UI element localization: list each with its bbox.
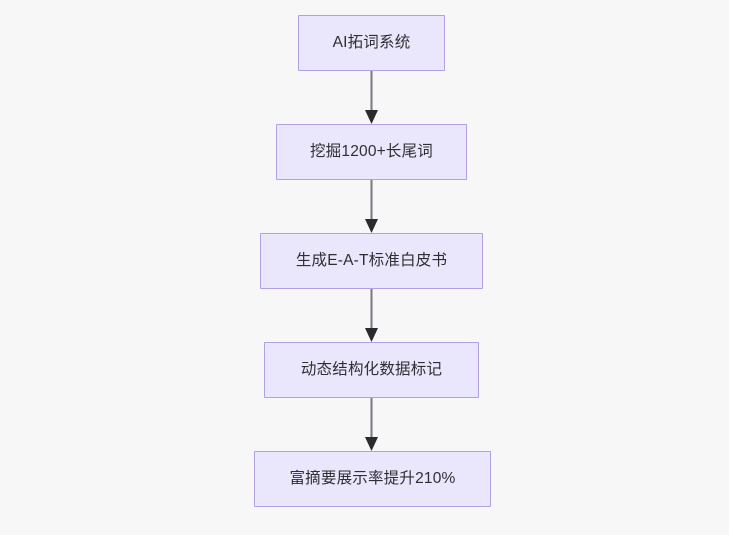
flowchart-node-5-label: 富摘要展示率提升210% (289, 469, 456, 487)
flowchart-node-4-label: 动态结构化数据标记 (300, 360, 443, 378)
flowchart-node-3-label: 生成E-A-T标准白皮书 (295, 251, 448, 269)
edge-node4-to-node5 (365, 398, 378, 451)
flowchart-node-1-label: AI拓词系统 (332, 33, 411, 51)
flowchart-node-4[interactable]: 动态结构化数据标记 (264, 342, 479, 398)
flowchart-node-2-label: 挖掘1200+长尾词 (309, 142, 434, 160)
edge-node2-to-node3 (365, 180, 378, 233)
flowchart-node-5[interactable]: 富摘要展示率提升210% (254, 451, 491, 507)
edge-node1-to-node2 (365, 71, 378, 124)
flowchart-node-3[interactable]: 生成E-A-T标准白皮书 (260, 233, 483, 289)
edge-node3-to-node4 (365, 289, 378, 342)
flowchart-node-2[interactable]: 挖掘1200+长尾词 (276, 124, 467, 180)
flowchart-node-1[interactable]: AI拓词系统 (298, 15, 445, 71)
